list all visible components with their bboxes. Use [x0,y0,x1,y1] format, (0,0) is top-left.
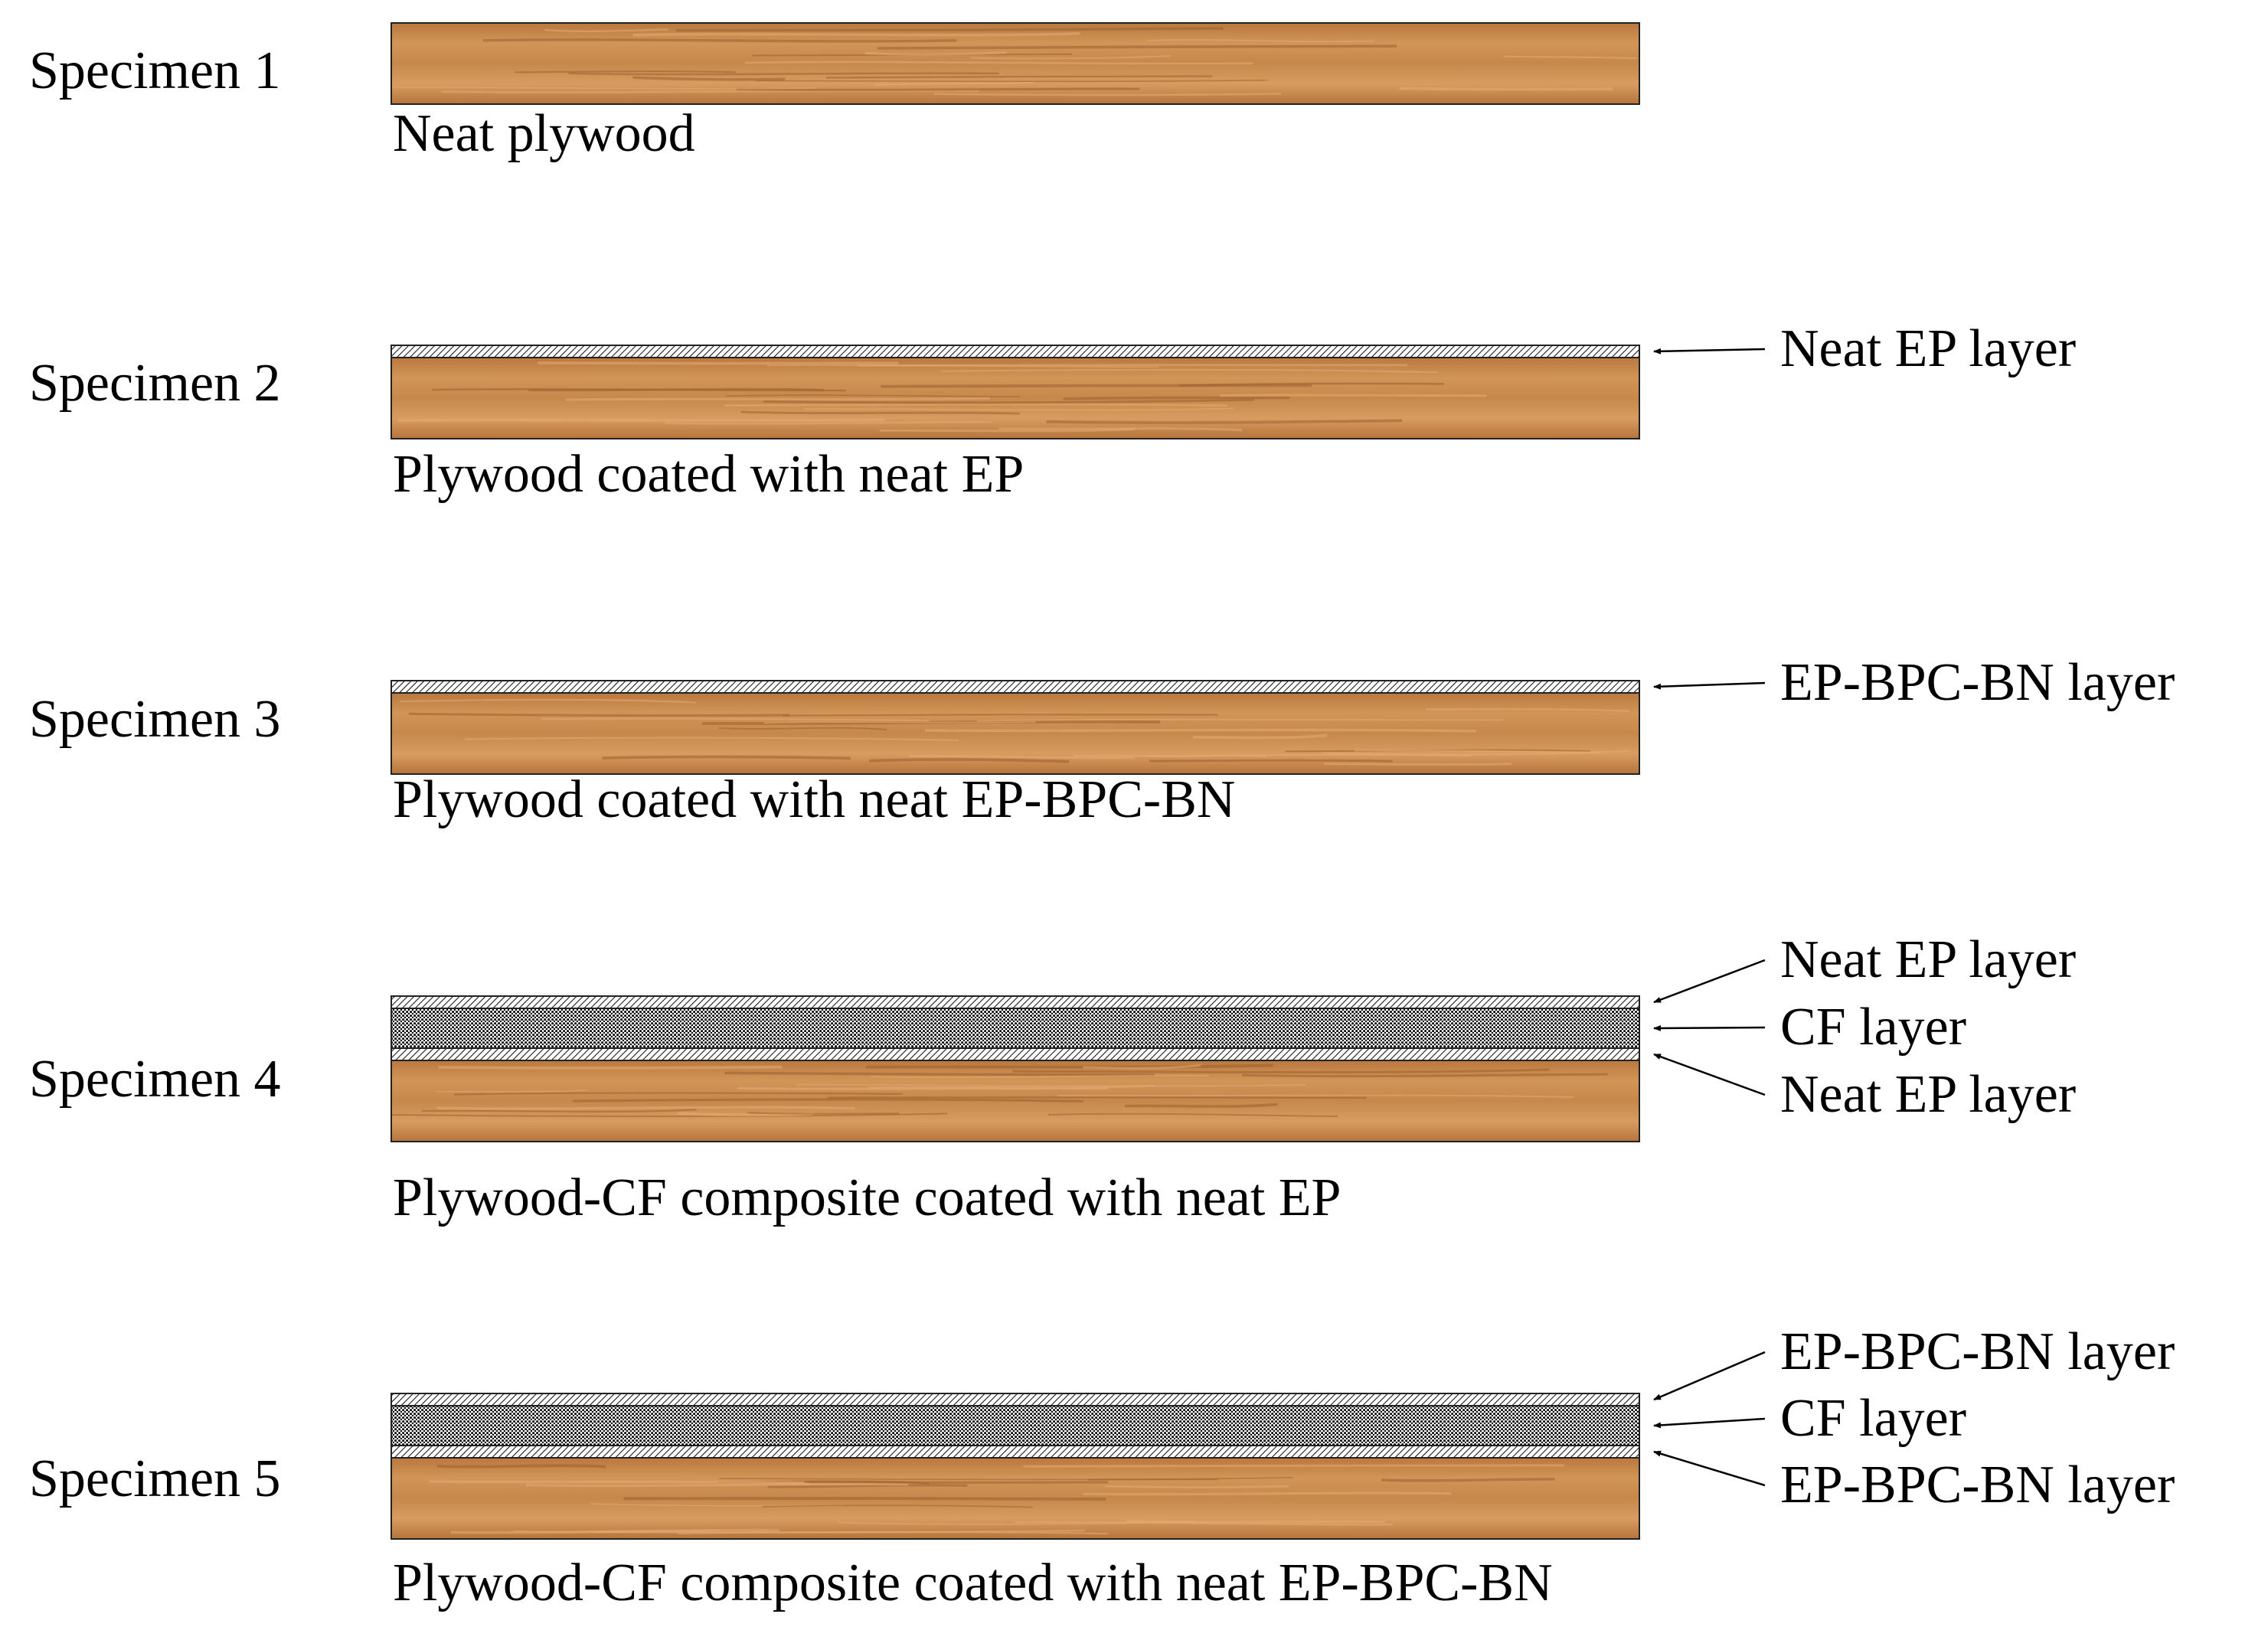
specimen-label: Specimen 5 [29,1449,281,1508]
coating-layer [391,1445,1640,1459]
plywood-layer [391,22,1640,105]
callout-arrow [1653,348,1766,354]
specimen-4: Specimen 4 Plywood-CF composite coated wi… [29,930,2076,1227]
coating-layer [391,1393,1640,1406]
specimen-caption: Plywood-CF composite coated with neat EP [393,1168,1341,1227]
specimen-label: Specimen 3 [29,690,281,749]
specimen-caption: Plywood-CF composite coated with neat EP… [393,1553,1553,1612]
specimen-label: Specimen 2 [29,354,281,413]
plywood-layer [391,692,1640,775]
layer-callout: EP-BPC-BN layer [1780,1322,2175,1381]
specimen-label: Specimen 4 [29,1050,281,1109]
layer-callout: Neat EP layer [1780,930,2076,989]
callout-arrow [1653,1450,1766,1487]
callout-arrow [1653,1053,1766,1096]
coating-layer [391,345,1640,358]
cf-layer [391,1008,1640,1049]
layer-callout: CF layer [1780,998,1966,1057]
layer-callout: EP-BPC-BN layer [1780,1455,2175,1514]
cf-layer [391,1405,1640,1446]
specimen-1: Specimen 1 Neat plywood [29,22,1640,163]
callout-arrow [1653,1024,1766,1031]
specimen-caption: Neat plywood [393,104,695,163]
layer-callout: EP-BPC-BN layer [1780,653,2175,712]
callout-arrow [1653,1417,1766,1429]
layer-callout: Neat EP layer [1780,319,2076,378]
specimen-caption: Plywood coated with neat EP [393,445,1024,504]
plywood-layer [391,1457,1640,1540]
callout-arrow [1653,681,1766,690]
coating-layer [391,680,1640,694]
specimen-2: Specimen 2 Plywood coated with neat EP Nea… [29,319,2076,504]
specimen-label: Specimen 1 [29,41,281,100]
layer-callout: CF layer [1780,1389,1966,1448]
coating-layer [391,1047,1640,1061]
coating-layer [391,995,1640,1009]
layer-callout: Neat EP layer [1780,1065,2076,1124]
callout-arrow [1653,1351,1766,1401]
callout-arrow [1653,959,1766,1004]
plywood-layer [391,357,1640,439]
specimen-5: Specimen 5 Plywood-CF composite coated wi… [29,1322,2175,1612]
specimen-caption: Plywood coated with neat EP-BPC-BN [393,770,1235,829]
plywood-layer [391,1060,1640,1142]
specimen-3: Specimen 3 Plywood coated with neat EP-BP… [29,653,2175,829]
